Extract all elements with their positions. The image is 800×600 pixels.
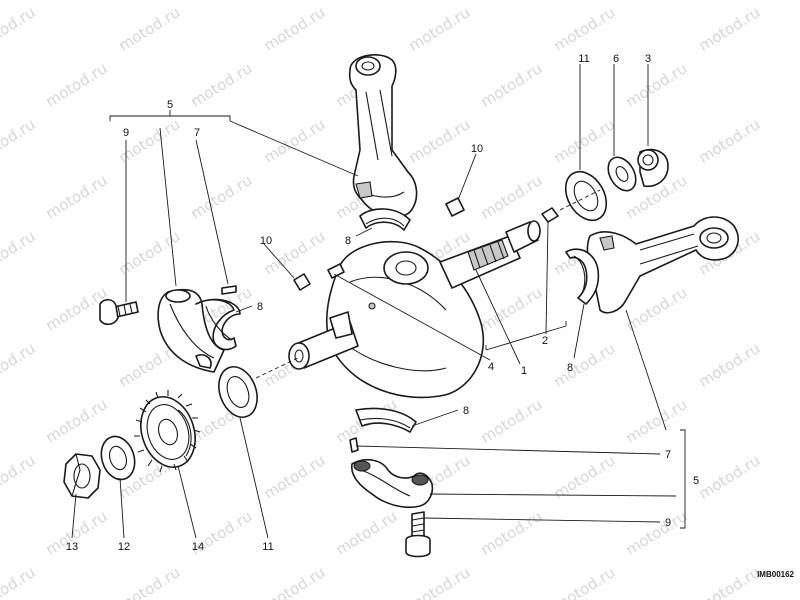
callout-9-right: 9 xyxy=(665,517,671,529)
image-code-label: IMB00162 xyxy=(757,570,794,579)
callout-13: 13 xyxy=(66,541,78,553)
dowel-pin-left xyxy=(221,285,237,295)
bolt-lower xyxy=(405,511,431,558)
callout-11-bottom: 11 xyxy=(262,541,273,553)
timing-gear xyxy=(134,390,201,473)
crankshaft xyxy=(288,220,541,399)
callout-labels: 5 9 7 11 6 3 10 10 8 8 8 8 2 4 1 7 5 9 1… xyxy=(66,53,795,579)
callout-14: 14 xyxy=(192,541,204,553)
connecting-rod-cap-left xyxy=(157,288,225,373)
callout-8-top: 8 xyxy=(345,235,351,247)
crankshaft-nut xyxy=(63,453,101,499)
callout-7-right: 7 xyxy=(665,449,671,461)
bush-3 xyxy=(637,148,669,188)
connecting-rod-right xyxy=(586,216,739,314)
callout-8-right: 8 xyxy=(567,362,573,374)
callout-5-right: 5 xyxy=(693,475,699,487)
thrust-washer-right xyxy=(564,170,608,222)
callout-8-lower: 8 xyxy=(463,405,469,417)
callout-10-left: 10 xyxy=(260,235,272,247)
spacer-washer xyxy=(607,156,637,192)
bearing-shell-left xyxy=(195,298,241,351)
pin-4 xyxy=(327,263,345,279)
leader-lines xyxy=(71,64,686,539)
callout-4: 4 xyxy=(488,361,494,373)
thrust-washer-left xyxy=(218,366,258,418)
callout-8-left: 8 xyxy=(257,301,263,313)
callout-1: 1 xyxy=(521,365,527,377)
bearing-shell-lower xyxy=(355,407,417,433)
callout-12: 12 xyxy=(118,541,130,553)
dowel-upper-right xyxy=(541,207,559,223)
dowel-10-left xyxy=(293,273,311,291)
callout-2: 2 xyxy=(542,335,548,347)
lock-washer xyxy=(100,435,136,481)
bearing-shell-right xyxy=(565,248,600,305)
dowel-10-upper xyxy=(445,197,465,217)
callout-9-top: 9 xyxy=(123,127,129,139)
callout-7-top: 7 xyxy=(194,127,200,139)
dowel-lower xyxy=(349,437,359,453)
bolt-left xyxy=(99,298,139,326)
callout-11-top: 11 xyxy=(578,53,589,65)
callout-5-top: 5 xyxy=(167,99,173,111)
callout-3-top: 3 xyxy=(645,53,651,65)
callout-10-upper: 10 xyxy=(471,143,483,155)
connecting-rod-cap-lower xyxy=(350,458,434,509)
bearing-shell-upper xyxy=(359,208,411,231)
connecting-rod-upper xyxy=(348,54,418,218)
callout-6-top: 6 xyxy=(613,53,619,65)
